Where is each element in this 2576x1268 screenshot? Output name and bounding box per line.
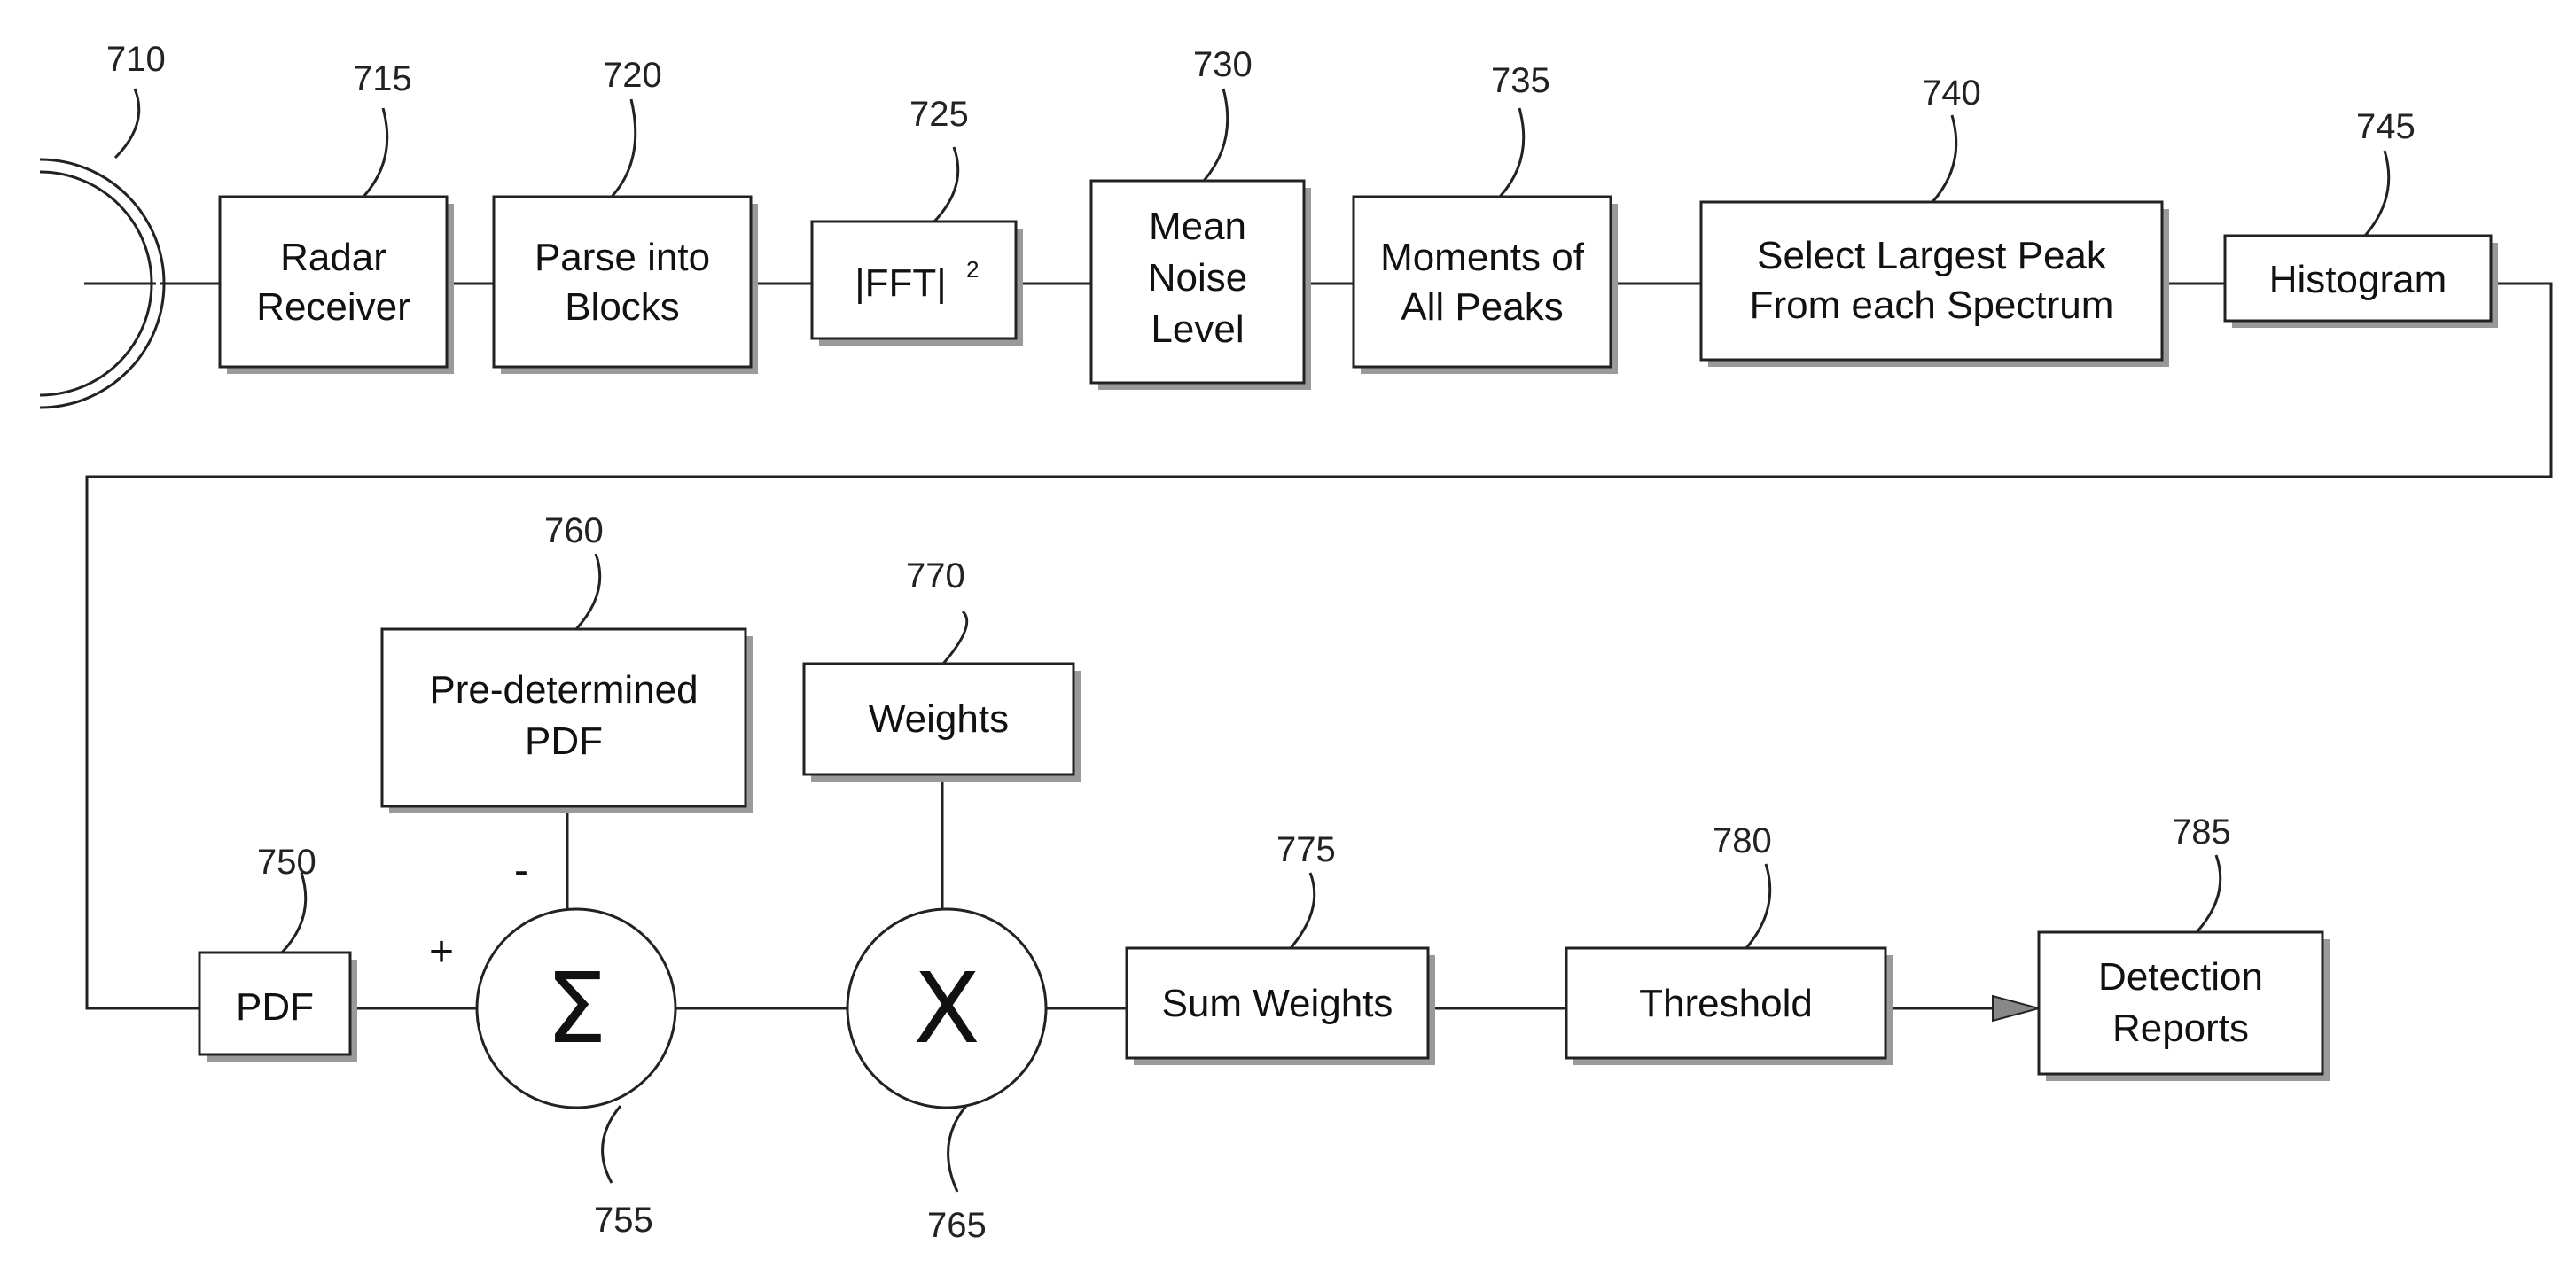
summer-plus-sign: + — [429, 929, 454, 976]
mean-noise-ref: 730 — [1193, 45, 1253, 84]
moments-ref: 735 — [1491, 61, 1550, 100]
fft-block: |FFT| 2 725 — [812, 95, 1023, 346]
summer-symbol: Σ — [545, 952, 607, 1065]
radar-receiver-label-1: Radar — [280, 236, 386, 279]
parse-blocks-label-2: Blocks — [565, 285, 680, 329]
fft-ref: 725 — [909, 95, 969, 134]
radar-receiver-ref: 715 — [353, 59, 412, 98]
mean-noise-block: Mean Noise Level 730 — [1091, 45, 1311, 390]
mean-noise-label-1: Mean — [1149, 205, 1246, 248]
mean-noise-label-3: Level — [1151, 307, 1244, 351]
detection-reports-label-1: Detection — [2098, 955, 2263, 999]
pdf-label: PDF — [236, 985, 314, 1029]
summer-minus-sign: - — [514, 847, 528, 894]
sum-weights-ref: 775 — [1276, 830, 1336, 869]
parse-blocks-label-1: Parse into — [535, 236, 710, 279]
select-peak-label-1: Select Largest Peak — [1757, 234, 2107, 277]
moments-label-2: All Peaks — [1401, 285, 1563, 329]
fft-label: |FFT| — [855, 261, 947, 305]
histogram-ref: 745 — [2356, 107, 2416, 146]
fft-exponent: 2 — [966, 256, 979, 283]
summer-ref: 755 — [594, 1201, 653, 1240]
summer-node: Σ + - 755 — [429, 847, 675, 1240]
pdf-block: PDF 750 — [199, 843, 357, 1062]
threshold-block: Threshold 780 — [1566, 821, 1893, 1065]
radar-receiver-label-2: Receiver — [256, 285, 410, 329]
select-peak-label-2: From each Spectrum — [1750, 284, 2114, 327]
parse-blocks-ref: 720 — [603, 56, 662, 95]
multiplier-ref: 765 — [927, 1206, 987, 1245]
multiplier-node: X 765 — [847, 909, 1046, 1245]
arrow-head — [1993, 996, 2039, 1021]
predetermined-pdf-ref: 760 — [544, 511, 604, 550]
multiplier-symbol: X — [913, 952, 980, 1065]
pdf-ref: 750 — [257, 843, 316, 882]
radar-receiver-block: Radar Receiver 715 — [220, 59, 454, 374]
moments-label-1: Moments of — [1380, 236, 1585, 279]
threshold-label: Threshold — [1639, 982, 1813, 1025]
detection-reports-block: Detection Reports 785 — [2039, 813, 2330, 1081]
antenna-ref: 710 — [106, 40, 166, 79]
weights-label: Weights — [869, 697, 1009, 741]
sum-weights-label: Sum Weights — [1162, 982, 1393, 1025]
sum-weights-block: Sum Weights 775 — [1127, 830, 1435, 1065]
histogram-block: Histogram 745 — [2225, 107, 2498, 328]
threshold-ref: 780 — [1713, 821, 1772, 860]
detection-reports-label-2: Reports — [2112, 1007, 2249, 1050]
moments-block: Moments of All Peaks 735 — [1354, 61, 1618, 374]
weights-ref: 770 — [906, 556, 965, 595]
predetermined-pdf-block: Pre-determined PDF 760 — [382, 511, 753, 813]
detection-reports-ref: 785 — [2172, 813, 2231, 852]
select-peak-block: Select Largest Peak From each Spectrum 7… — [1701, 74, 2169, 367]
predetermined-pdf-label-1: Pre-determined — [429, 668, 698, 712]
weights-block: Weights 770 — [804, 556, 1081, 782]
select-peak-ref: 740 — [1922, 74, 1981, 113]
mean-noise-label-2: Noise — [1148, 256, 1248, 299]
antenna-dish: 710 — [40, 40, 166, 408]
predetermined-pdf-label-2: PDF — [525, 720, 603, 763]
parse-blocks-block: Parse into Blocks 720 — [494, 56, 758, 374]
histogram-label: Histogram — [2269, 258, 2447, 301]
